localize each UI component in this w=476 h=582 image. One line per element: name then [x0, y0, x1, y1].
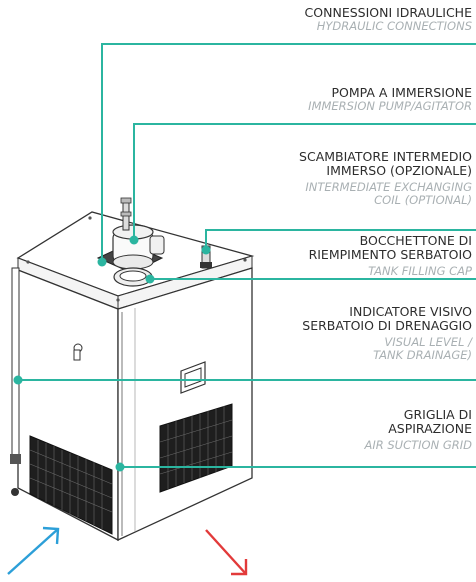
- label-tank-filling-cap: BOCCHETTONE DI RIEMPIMENTO SERBATOIO TAN…: [309, 234, 472, 278]
- label-level-it-1: INDICATORE VISIVO: [349, 304, 472, 319]
- label-cap-it-2: RIEMPIMENTO SERBATOIO: [308, 247, 472, 262]
- label-grid-it-2: ASPIRAZIONE: [388, 421, 472, 436]
- leader-pump: [133, 123, 476, 240]
- label-grid-it-1: GRIGLIA DI: [403, 407, 472, 422]
- label-level-it-2: SERBATOIO DI DRENAGGIO: [302, 318, 472, 333]
- leader-coil: [205, 229, 476, 250]
- label-hydraulic-en: HYDRAULIC CONNECTIONS: [316, 19, 472, 33]
- label-pump-en: IMMERSION PUMP/AGITATOR: [308, 99, 472, 113]
- label-immersion-pump: POMPA A IMMERSIONE IMMERSION PUMP/AGITAT…: [308, 86, 472, 113]
- air-outflow-arrow: [205, 529, 248, 576]
- air-inflow-arrow: [7, 526, 60, 575]
- label-hydraulic-connections: CONNESSIONI IDRAULICHE HYDRAULIC CONNECT…: [305, 6, 472, 33]
- leader-lines: [18, 43, 476, 468]
- label-intermediate-coil: SCAMBIATORE INTERMEDIO IMMERSO (OPZIONAL…: [299, 150, 472, 207]
- level-tube: [11, 267, 20, 461]
- label-pump-it: POMPA A IMMERSIONE: [331, 85, 473, 100]
- label-air-suction-grid: GRIGLIA DI ASPIRAZIONE AIR SUCTION GRID: [364, 408, 472, 452]
- label-level-en-1: VISUAL LEVEL /: [384, 335, 472, 349]
- label-coil-it-2: IMMERSO (OPZIONALE): [326, 163, 472, 178]
- label-coil-en-2: COIL (OPTIONAL): [374, 192, 472, 207]
- label-cap-en: TANK FILLING CAP: [368, 264, 472, 278]
- label-grid-en: AIR SUCTION GRID: [364, 438, 472, 452]
- air-suction-grid-left: [29, 435, 113, 535]
- leader-dots: [13, 235, 211, 472]
- label-coil-it-1: SCAMBIATORE INTERMEDIO: [299, 149, 472, 164]
- label-cap-it-1: BOCCHETTONE DI: [359, 233, 472, 248]
- hydraulic-connection: [120, 197, 132, 231]
- label-hydraulic-it: CONNESSIONI IDRAULICHE: [304, 5, 472, 20]
- tank-filling-cap: [113, 267, 153, 287]
- drain-valve: [73, 343, 83, 361]
- label-coil-en-1: INTERMEDIATE EXCHANGING: [305, 180, 472, 194]
- label-visual-level: INDICATORE VISIVO SERBATOIO DI DRENAGGIO…: [302, 305, 472, 362]
- leader-hydraulic: [101, 43, 476, 262]
- label-level-en-2: TANK DRAINAGE): [373, 347, 472, 362]
